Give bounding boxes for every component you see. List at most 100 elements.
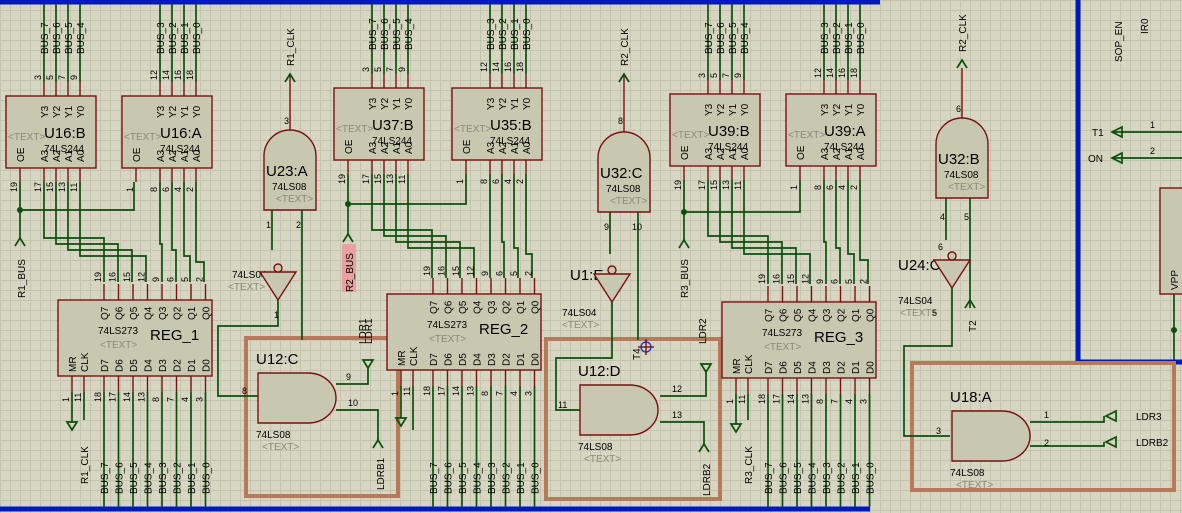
ldrb2-term[interactable] <box>698 442 710 453</box>
u39b-pin-label: A3 <box>704 147 715 160</box>
u16b-to-reg1[interactable] <box>55 182 119 282</box>
selection-box-u12d[interactable] <box>544 337 722 501</box>
u12c-body[interactable] <box>257 372 337 424</box>
net-r3clk: R3_CLK <box>744 446 755 484</box>
oe-wire-2[interactable] <box>347 174 467 205</box>
u37b-to-reg2[interactable] <box>383 174 447 278</box>
mr1-terminal[interactable] <box>65 421 79 432</box>
u18a-body[interactable] <box>951 410 1031 462</box>
u16b-body[interactable] <box>5 95 97 169</box>
t2-term[interactable] <box>964 298 976 309</box>
ldr2-term[interactable] <box>699 363 713 374</box>
u18a-in2[interactable] <box>1030 442 1105 447</box>
u39b-body[interactable] <box>669 93 761 167</box>
u12d-out12[interactable] <box>660 372 707 397</box>
u39b-to-reg3[interactable] <box>707 180 769 284</box>
bus-label: BUS_4 <box>740 22 751 54</box>
ldr1-term[interactable] <box>361 359 375 370</box>
u12c-out9[interactable] <box>336 368 369 385</box>
inv-u23-body[interactable] <box>258 271 298 302</box>
reg3-pin-label: D4 <box>808 361 819 374</box>
reg1-pin-label: D4 <box>144 359 155 372</box>
u39a-to-reg3[interactable] <box>835 180 841 284</box>
reg2-pin-num: 11 <box>402 387 412 396</box>
reg1-body[interactable] <box>57 299 213 377</box>
inv-u1e-body[interactable] <box>592 273 632 304</box>
u39b-to-reg3[interactable] <box>731 180 797 284</box>
oe-wire-3[interactable] <box>683 180 801 213</box>
u12d-out13[interactable] <box>660 421 705 444</box>
u37b-pin-label: Y1 <box>392 97 403 110</box>
u32b-body[interactable] <box>935 117 989 199</box>
bus-label: BUS_4 <box>473 462 484 494</box>
u39a-body[interactable] <box>785 93 877 167</box>
reg3-body[interactable] <box>721 301 877 379</box>
u35b-to-reg2[interactable] <box>513 174 519 278</box>
selection-box-u12c[interactable] <box>244 336 400 498</box>
ldrb2b-term[interactable] <box>1104 435 1117 449</box>
reg2-body[interactable] <box>386 293 542 371</box>
vpp-chip[interactable] <box>1159 187 1182 295</box>
u37b-to-reg2[interactable] <box>407 174 475 278</box>
pin-num: 5 <box>964 212 969 222</box>
r3bus-terminal[interactable] <box>678 238 690 249</box>
t1-term[interactable] <box>1110 125 1123 139</box>
reg1-refdes: REG_1 <box>150 327 199 344</box>
u32c-body[interactable] <box>597 131 651 213</box>
u39b-pin-label: A0 <box>740 147 751 160</box>
mr2-terminal[interactable] <box>394 417 408 428</box>
u16a-to-reg1[interactable] <box>183 182 191 282</box>
u39a-to-reg3[interactable] <box>847 180 855 284</box>
u39a-pin-label: Y0 <box>856 103 867 116</box>
inv-u24c-body[interactable] <box>932 259 972 290</box>
r1clk-terminal[interactable] <box>284 72 296 83</box>
net-r3bus: R3_BUS <box>680 259 691 298</box>
oe-wire-1[interactable] <box>19 182 135 211</box>
u37b-body[interactable] <box>333 87 425 161</box>
reg1-pin-num: 1 <box>61 397 71 402</box>
on-term[interactable] <box>1110 151 1123 165</box>
u35b-body[interactable] <box>451 87 543 161</box>
pin-num: 4 <box>940 212 945 222</box>
u39a-to-reg3[interactable] <box>859 180 869 284</box>
r2bus-terminal[interactable] <box>342 232 354 243</box>
u16a-to-reg1[interactable] <box>159 182 163 282</box>
u35b-text: <TEXT> <box>454 124 491 135</box>
u37b-to-reg2[interactable] <box>371 174 433 278</box>
u35b-to-reg2[interactable] <box>501 174 505 278</box>
u16b-to-reg1[interactable] <box>43 182 105 282</box>
u39b-to-reg3[interactable] <box>719 180 783 284</box>
u16a-to-reg1[interactable] <box>171 182 177 282</box>
u24c-to-u18a[interactable] <box>903 288 953 437</box>
u16a-body[interactable] <box>121 95 213 169</box>
u39a-to-reg3[interactable] <box>823 180 827 284</box>
ldrb1-term[interactable] <box>372 438 384 449</box>
mr3-terminal[interactable] <box>729 423 743 434</box>
u39b-pin-label: A1 <box>728 147 739 160</box>
selection-box-u18a[interactable] <box>910 361 1176 492</box>
u37b-to-reg2[interactable] <box>395 174 461 278</box>
right-bus[interactable] <box>1075 0 1182 365</box>
pin-num: 1 <box>266 220 271 230</box>
u23a-body[interactable] <box>263 129 317 211</box>
r2clk-terminal[interactable] <box>618 72 630 83</box>
reg3-pin-num: 9 <box>815 279 825 284</box>
u1e-to-u12d[interactable] <box>555 302 613 411</box>
r3clk-terminal[interactable] <box>956 58 968 69</box>
pin-num: 10 <box>348 398 358 408</box>
u39b-to-reg3[interactable] <box>743 180 811 284</box>
u12d-body[interactable] <box>579 384 659 436</box>
ldr3-term[interactable] <box>1104 409 1117 423</box>
u16b-to-reg1[interactable] <box>79 182 147 282</box>
u16b-to-reg1[interactable] <box>67 182 133 282</box>
u35b-pin-num: 1 <box>455 179 465 184</box>
u32b-part: 74LS08 <box>944 170 979 181</box>
inv1-to-u12c[interactable] <box>217 300 279 397</box>
u35b-to-reg2[interactable] <box>525 174 533 278</box>
u16a-to-reg1[interactable] <box>195 182 205 282</box>
u18a-in1[interactable] <box>1030 416 1105 423</box>
u12c-out10[interactable] <box>336 409 379 440</box>
r1bus-terminal[interactable] <box>14 236 26 247</box>
